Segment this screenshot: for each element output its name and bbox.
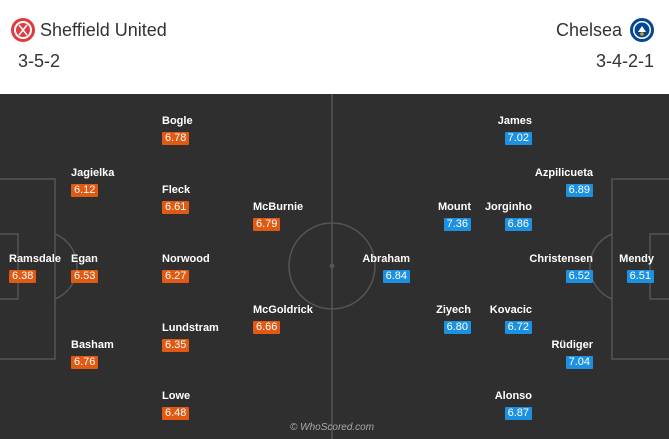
- player-name: Abraham: [362, 253, 410, 265]
- home-player-lowe[interactable]: Lowe 6.48: [162, 390, 232, 421]
- away-player-james[interactable]: James 7.02: [462, 115, 532, 146]
- player-rating: 6.66: [253, 321, 281, 334]
- sheffield-united-crest-icon: [11, 18, 35, 42]
- player-rating: 6.72: [504, 321, 532, 334]
- away-formation: 3-4-2-1: [595, 51, 654, 71]
- player-rating: 6.48: [162, 407, 190, 420]
- player-name: Rüdiger: [551, 339, 593, 351]
- player-name: Bogle: [162, 115, 193, 127]
- home-player-egan[interactable]: Egan 6.53: [71, 253, 141, 284]
- player-name: Lundstram: [162, 322, 219, 334]
- home-player-bogle[interactable]: Bogle 6.78: [162, 115, 232, 146]
- player-rating: 6.27: [162, 270, 190, 283]
- home-team-name[interactable]: Sheffield United: [40, 20, 167, 40]
- pitch-markings: [0, 94, 669, 439]
- away-player-christensen[interactable]: Christensen 6.52: [523, 253, 593, 284]
- away-player-mount[interactable]: Mount 7.36: [401, 201, 471, 232]
- home-player-fleck[interactable]: Fleck 6.61: [162, 184, 232, 215]
- player-rating: 6.76: [71, 356, 99, 369]
- player-rating: 6.52: [565, 270, 593, 283]
- player-name: Alonso: [494, 390, 532, 402]
- player-rating: 6.86: [504, 218, 532, 231]
- player-name: Basham: [71, 339, 114, 351]
- away-player-ziyech[interactable]: Ziyech 6.80: [401, 304, 471, 335]
- player-rating: 6.84: [382, 270, 410, 283]
- player-name: Azpilicueta: [534, 167, 593, 179]
- player-rating: 6.38: [9, 270, 37, 283]
- player-rating: 6.35: [162, 339, 190, 352]
- home-player-norwood[interactable]: Norwood 6.27: [162, 253, 232, 284]
- player-name: James: [497, 115, 532, 127]
- player-name: Christensen: [529, 253, 593, 265]
- player-rating: 6.78: [162, 132, 190, 145]
- away-player-azpilicueta[interactable]: Azpilicueta 6.89: [523, 167, 593, 198]
- player-name: Jorginho: [484, 201, 532, 213]
- player-rating: 6.12: [71, 184, 99, 197]
- player-name: Fleck: [162, 184, 191, 196]
- player-rating: 7.04: [565, 356, 593, 369]
- away-player-jorginho[interactable]: Jorginho 6.86: [462, 201, 532, 232]
- home-player-ramsdale[interactable]: Ramsdale 6.38: [9, 253, 79, 284]
- player-name: Egan: [71, 253, 98, 265]
- player-rating: 6.87: [504, 407, 532, 420]
- chelsea-crest-icon: [630, 18, 654, 42]
- player-name: Mendy: [619, 253, 654, 265]
- away-player-kovacic[interactable]: Kovacic 6.72: [462, 304, 532, 335]
- match-header: Sheffield United 3-5-2 Chelsea 3-4-2-1: [0, 0, 669, 94]
- home-player-lundstram[interactable]: Lundstram 6.35: [162, 322, 232, 353]
- away-player-rudiger[interactable]: Rüdiger 7.04: [523, 339, 593, 370]
- player-name: McGoldrick: [253, 304, 313, 316]
- away-player-alonso[interactable]: Alonso 6.87: [462, 390, 532, 421]
- player-name: Ramsdale: [9, 253, 61, 265]
- watermark: © WhoScored.com: [290, 422, 375, 433]
- home-player-mcgoldrick[interactable]: McGoldrick 6.66: [253, 304, 323, 335]
- player-name: Ziyech: [436, 304, 471, 316]
- player-rating: 6.61: [162, 201, 190, 214]
- player-name: Mount: [438, 201, 471, 213]
- pitch: Ramsdale 6.38 Jagielka 6.12 Egan 6.53 Ba…: [0, 94, 669, 439]
- home-formation: 3-5-2: [18, 51, 61, 71]
- away-team-name[interactable]: Chelsea: [555, 20, 622, 40]
- player-rating: 6.53: [71, 270, 99, 283]
- home-player-basham[interactable]: Basham 6.76: [71, 339, 141, 370]
- player-rating: 6.89: [565, 184, 593, 197]
- player-name: Kovacic: [489, 304, 532, 316]
- home-player-mcburnie[interactable]: McBurnie 6.79: [253, 201, 323, 232]
- player-rating: 7.36: [443, 218, 471, 231]
- player-name: Norwood: [162, 253, 210, 265]
- player-rating: 6.51: [626, 270, 654, 283]
- player-name: McBurnie: [253, 201, 304, 213]
- away-player-abraham[interactable]: Abraham 6.84: [340, 253, 410, 284]
- player-rating: 7.02: [504, 132, 532, 145]
- player-rating: 6.79: [253, 218, 281, 231]
- player-name: Jagielka: [71, 167, 115, 179]
- player-rating: 6.80: [443, 321, 471, 334]
- away-player-mendy[interactable]: Mendy 6.51: [584, 253, 654, 284]
- player-name: Lowe: [162, 390, 191, 402]
- home-player-jagielka[interactable]: Jagielka 6.12: [71, 167, 141, 198]
